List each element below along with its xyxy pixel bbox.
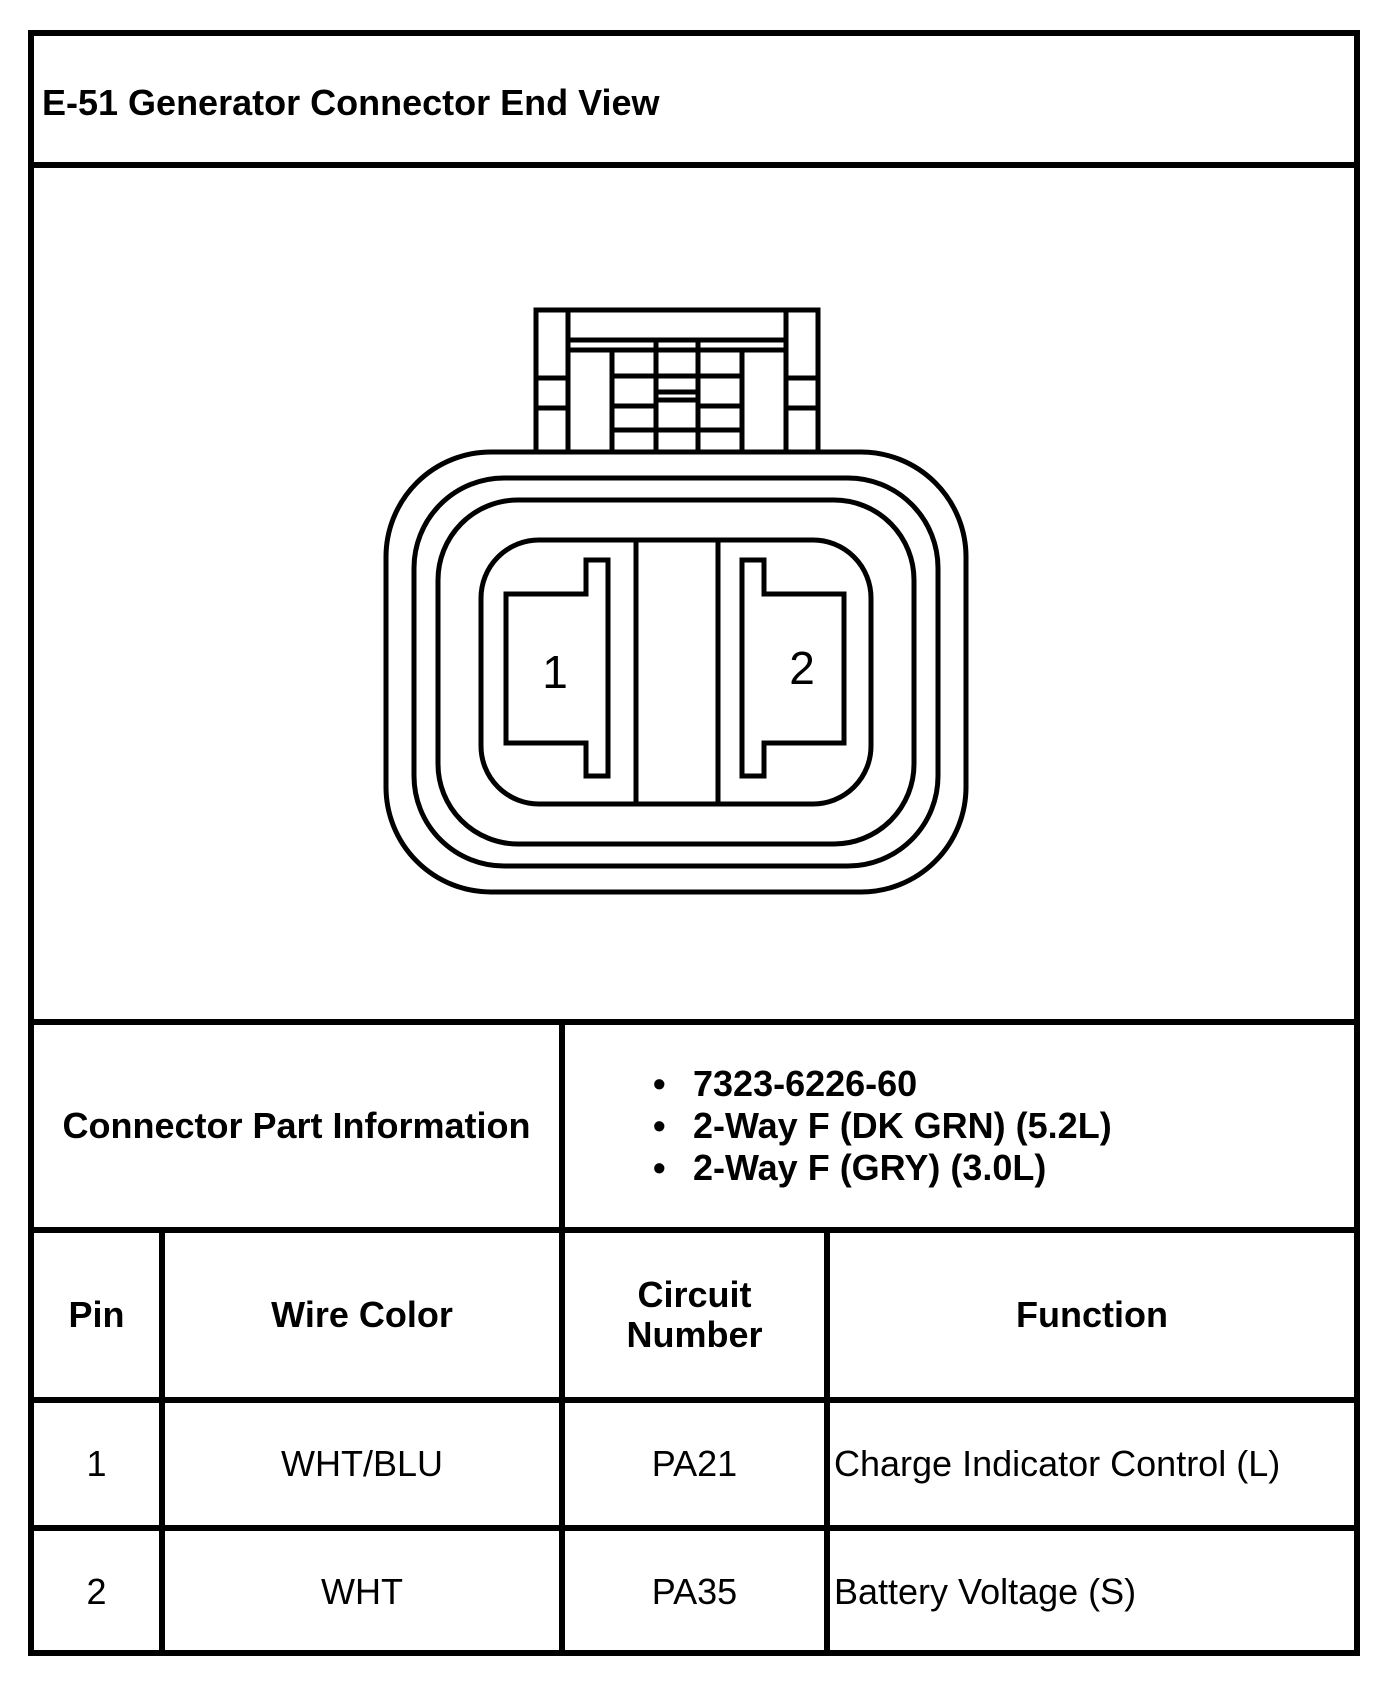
part-variant-5-2l: 2-Way F (DK GRN) (5.2L) xyxy=(693,1105,1112,1146)
cell-pin: 2 xyxy=(34,1531,165,1653)
cell-pin: 1 xyxy=(34,1403,165,1525)
table-row: 1 WHT/BLU PA21 Charge Indicator Control … xyxy=(34,1403,1354,1531)
terminal-1 xyxy=(503,557,611,779)
part-info-row: Connector Part Information • 7323-6226-6… xyxy=(34,1025,1354,1233)
part-info-item: • 7323-6226-60 xyxy=(653,1063,1354,1105)
bullet-icon: • xyxy=(653,1147,666,1188)
table-header-row: Pin Wire Color Circuit Number Function xyxy=(34,1233,1354,1403)
connector-inner-shell xyxy=(435,497,917,847)
part-info-label: Connector Part Information xyxy=(34,1025,565,1227)
cell-function: Battery Voltage (S) xyxy=(834,1571,1137,1612)
header-function: Function xyxy=(1016,1294,1168,1335)
bullet-icon: • xyxy=(653,1063,666,1104)
connector-end-view-diagram: 1 2 xyxy=(383,307,969,895)
connector-drawing-area: 1 2 xyxy=(34,168,1354,1025)
part-info-item: • 2-Way F (DK GRN) (5.2L) xyxy=(653,1105,1354,1147)
connector-sheet: E-51 Generator Connector End View xyxy=(28,30,1360,1656)
header-circuit-number: Circuit Number xyxy=(565,1233,830,1397)
header-pin: Pin xyxy=(34,1233,165,1397)
cell-wire-color: WHT/BLU xyxy=(165,1403,565,1525)
page-title: E-51 Generator Connector End View xyxy=(42,82,660,123)
bullet-icon: • xyxy=(653,1105,666,1146)
pin-label-1: 1 xyxy=(542,646,568,698)
table-row: 2 WHT PA35 Battery Voltage (S) xyxy=(34,1531,1354,1656)
part-info-item: • 2-Way F (GRY) (3.0L) xyxy=(653,1147,1354,1189)
title-row: E-51 Generator Connector End View xyxy=(34,36,1354,168)
pin-label-2: 2 xyxy=(789,642,815,694)
cell-function: Charge Indicator Control (L) xyxy=(834,1443,1281,1484)
part-variant-3-0l: 2-Way F (GRY) (3.0L) xyxy=(693,1147,1047,1188)
connector-divider xyxy=(633,537,721,807)
cell-wire-color: WHT xyxy=(165,1531,565,1653)
connector-latch xyxy=(533,307,821,459)
part-info-list: • 7323-6226-60 • 2-Way F (DK GRN) (5.2L)… xyxy=(565,1025,1354,1227)
cell-circuit-number: PA21 xyxy=(565,1403,830,1525)
header-wire-color: Wire Color xyxy=(165,1233,565,1397)
connector-middle-shell xyxy=(411,475,941,869)
header-circuit-number-text: Circuit Number xyxy=(626,1274,763,1355)
terminal-2 xyxy=(739,557,847,779)
cell-circuit-number: PA35 xyxy=(565,1531,830,1653)
part-number: 7323-6226-60 xyxy=(693,1063,918,1104)
